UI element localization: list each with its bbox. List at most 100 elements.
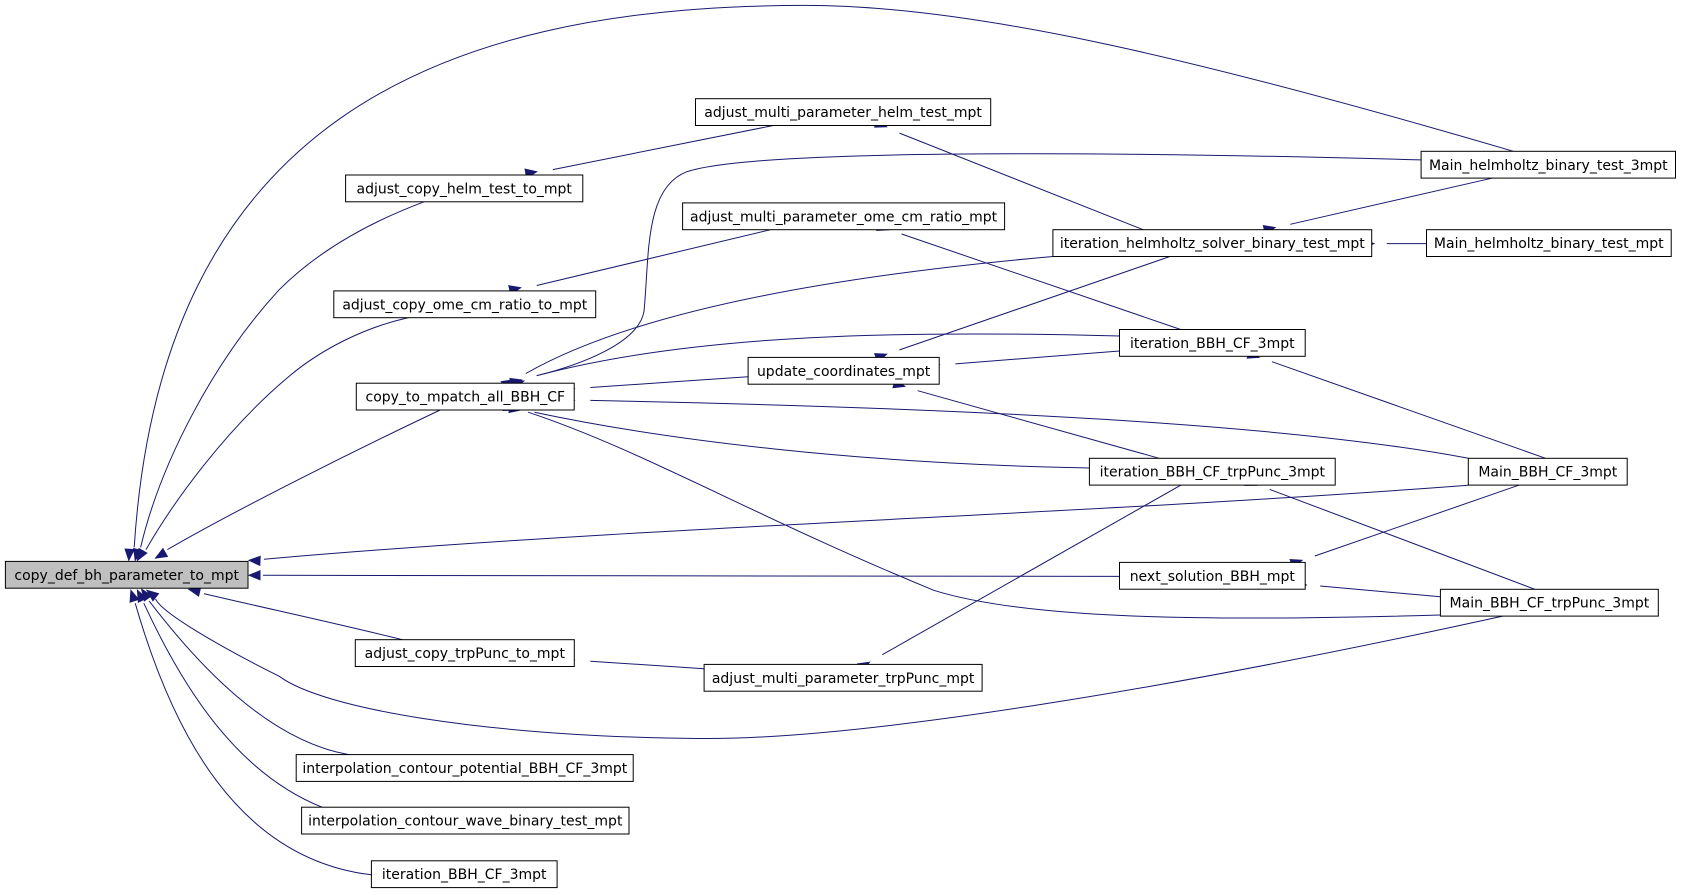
node-adj-ome[interactable]: adjust_copy_ome_cm_ratio_to_mpt [333, 290, 597, 319]
edge-line [203, 593, 403, 641]
node-amp-helm[interactable]: adjust_multi_parameter_helm_test_mpt [695, 98, 992, 126]
arrowhead-icon [145, 589, 160, 602]
node-label: adjust_multi_parameter_ome_cm_ratio_mpt [690, 209, 998, 225]
edge-update_coord-to-copy_mpatch [562, 376, 749, 395]
edge-amp_trp-to-adj_trp [562, 655, 705, 670]
edge-line [552, 125, 773, 171]
node-label: Main_helmholtz_binary_test_mpt [1434, 236, 1664, 252]
edge-line [534, 411, 1090, 469]
node-label: iteration_helmholtz_solver_binary_test_m… [1060, 236, 1365, 252]
arrowhead-icon [136, 547, 148, 562]
edge-line [262, 574, 1120, 577]
edge-next_sol-to-root [247, 570, 1120, 581]
edge-line [155, 598, 1503, 740]
edge-main_bbh-to-iter_bbh [1246, 348, 1546, 459]
edge-main_bbh-to-copy_mpatch [562, 395, 1469, 459]
edge-line [1290, 177, 1493, 225]
node-box[interactable] [1119, 329, 1306, 357]
edge-line [536, 333, 1120, 377]
edge-line [140, 201, 425, 548]
node-main-bbh-trp[interactable]: Main_BBH_CF_trpPunc_3mpt [1439, 588, 1659, 617]
node-box[interactable] [345, 174, 584, 203]
edge-line [899, 256, 1171, 351]
node-next-sol[interactable]: next_solution_BBH_mpt [1119, 561, 1306, 590]
node-box[interactable] [695, 98, 992, 126]
edge-interp_pot-to-root [140, 588, 349, 756]
node-label: copy_def_bh_parameter_to_mpt [14, 568, 239, 584]
node-label: adjust_copy_helm_test_to_mpt [356, 181, 572, 197]
edge-adj_trp-to-root [187, 586, 403, 641]
node-label: next_solution_BBH_mpt [1130, 569, 1296, 585]
edge-copy_mpatch-to-root [154, 409, 441, 559]
node-amp-trp[interactable]: adjust_multi_parameter_trpPunc_mpt [703, 663, 983, 692]
node-iter-bbh-left[interactable]: iteration_BBH_CF_3mpt [370, 860, 558, 889]
edge-iter_bbh_left-to-root [129, 589, 372, 876]
node-box[interactable] [4, 560, 249, 589]
node-box[interactable] [1088, 457, 1336, 486]
node-box[interactable] [295, 754, 634, 782]
node-main-helm3[interactable]: Main_helmholtz_binary_test_3mpt [1420, 150, 1676, 179]
edge-main_helm3-to-iter_helm [1262, 177, 1493, 236]
edge-line [899, 132, 1144, 231]
node-box[interactable] [333, 290, 597, 319]
node-box[interactable] [747, 356, 940, 385]
node-main-helm[interactable]: Main_helmholtz_binary_test_mpt [1426, 229, 1672, 257]
edge-line [590, 376, 749, 388]
node-iter-bbh[interactable]: iteration_BBH_CF_3mpt [1119, 329, 1306, 357]
edge-iter_bbh-to-update_coord [927, 350, 1120, 371]
arrowhead-icon [187, 586, 202, 597]
edge-line [167, 409, 441, 551]
node-box[interactable] [1420, 150, 1676, 179]
node-interp-wave[interactable]: interpolation_contour_wave_binary_test_m… [301, 806, 630, 835]
node-box[interactable] [703, 663, 983, 692]
node-iter-helm[interactable]: iteration_helmholtz_solver_binary_test_m… [1052, 229, 1373, 257]
node-box[interactable] [1467, 457, 1628, 486]
node-main-bbh[interactable]: Main_BBH_CF_3mpt [1467, 457, 1628, 486]
edge-line [590, 660, 705, 670]
node-label: interpolation_contour_potential_BBH_CF_3… [302, 761, 627, 777]
node-box[interactable] [682, 202, 1006, 231]
node-iter-bbh-trp[interactable]: iteration_BBH_CF_trpPunc_3mpt [1088, 457, 1336, 486]
node-box[interactable] [1119, 561, 1306, 590]
edge-line [134, 603, 372, 876]
node-update-coord[interactable]: update_coordinates_mpt [747, 356, 940, 385]
node-amp-ome[interactable]: adjust_multi_parameter_ome_cm_ratio_mpt [682, 202, 1006, 231]
edge-amp_ome-to-adj_ome [508, 229, 771, 296]
node-box[interactable] [354, 639, 575, 668]
edge-line [955, 350, 1120, 365]
nodes: copy_def_bh_parameter_to_mpt adjust_copy_… [4, 98, 1676, 889]
node-adj-trp[interactable]: adjust_copy_trpPunc_to_mpt [354, 639, 575, 668]
edge-iter_bbh_trp-to-update_coord [892, 378, 1160, 459]
node-box[interactable] [1052, 229, 1373, 257]
edge-main_bbh_trp-to-next_sol [1294, 578, 1441, 598]
edge-line [1271, 361, 1546, 459]
node-label: copy_to_mpatch_all_BBH_CF [366, 390, 566, 406]
node-interp-pot[interactable]: interpolation_contour_potential_BBH_CF_3… [295, 754, 634, 782]
edge-adj_helm-to-root [133, 201, 425, 562]
node-label: adjust_multi_parameter_helm_test_mpt [704, 105, 982, 121]
edge-iter_bbh_trp-to-copy_mpatch [508, 402, 1090, 469]
edge-line [882, 484, 1181, 656]
node-box[interactable] [370, 860, 558, 889]
edge-line [1314, 484, 1519, 557]
node-box[interactable] [301, 806, 630, 835]
edge-line [536, 229, 771, 286]
arrowhead-icon [129, 589, 140, 603]
node-adj-helm[interactable]: adjust_copy_helm_test_to_mpt [345, 174, 584, 203]
edge-main_helm3-to-root [124, 4, 1514, 562]
edge-line [901, 233, 1181, 330]
node-copy-mpatch[interactable]: copy_to_mpatch_all_BBH_CF [355, 382, 575, 411]
node-box[interactable] [1426, 229, 1672, 257]
edge-line [1269, 488, 1536, 590]
arrowhead-icon [247, 555, 261, 567]
edge-main_bbh_trp-to-root [145, 589, 1503, 740]
node-box[interactable] [355, 382, 575, 411]
node-root[interactable]: copy_def_bh_parameter_to_mpt [4, 560, 249, 589]
arrowhead-icon [136, 589, 148, 603]
node-label: iteration_BBH_CF_3mpt [1130, 336, 1295, 352]
node-label: adjust_copy_ome_cm_ratio_to_mpt [342, 297, 587, 313]
node-box[interactable] [1439, 588, 1659, 617]
edge-main_helm-to-iter_helm [1362, 238, 1427, 249]
node-label: Main_helmholtz_binary_test_3mpt [1429, 158, 1668, 174]
node-label: interpolation_contour_wave_binary_test_m… [308, 814, 623, 830]
